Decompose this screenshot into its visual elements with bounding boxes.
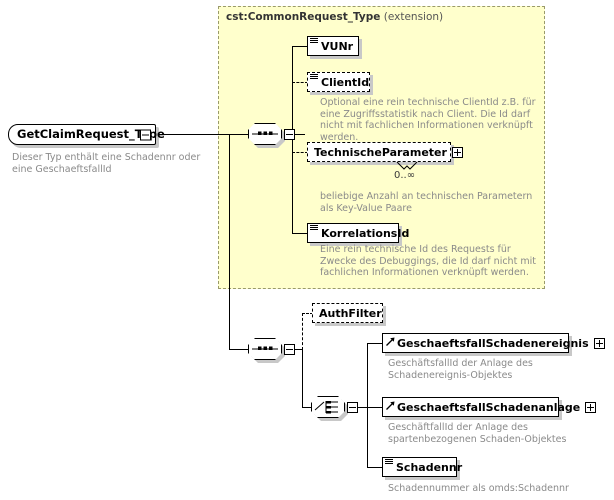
technischeparameter-cardinality: 0..∞	[394, 170, 416, 181]
node-geschaeftsfallschadenanlage[interactable]: GeschaeftsfallSchadenanlage	[382, 397, 597, 417]
connector-line-to-authfilter	[302, 313, 313, 314]
node-technischeparameter[interactable]: TechnischeParameter	[307, 142, 463, 162]
connector-line-vertical-root-branch	[229, 134, 230, 349]
connector-line-to-vunr	[292, 46, 308, 47]
connector-line-seq-bottom-out	[295, 349, 303, 350]
connector-line-to-clientid	[292, 82, 308, 83]
sequence-connector-top[interactable]	[248, 123, 295, 148]
connector-line-vertical-authfilter	[302, 313, 303, 350]
geschaeftsfallschadenanlage-description: GeschäftfallId der Anlage des spartenbez…	[388, 422, 567, 445]
node-schadennr[interactable]: Schadennr	[382, 457, 462, 477]
node-label: ClientId	[321, 75, 370, 89]
connector-line-to-korrelationsid	[292, 233, 308, 234]
schadennr-description: Schadennummer als omds:Schadennr	[388, 483, 569, 494]
node-geschaeftsfallschadenereignis[interactable]: GeschaeftsfallSchadenereignis	[382, 333, 605, 353]
sequence-glyph-icon	[252, 131, 278, 135]
cardinality-brace	[396, 161, 418, 170]
plus-expander-icon[interactable]	[451, 146, 463, 158]
plus-expander-icon[interactable]	[585, 401, 597, 413]
connector-line-to-choice	[302, 407, 312, 408]
element-icon	[385, 457, 394, 477]
reference-icon	[386, 397, 396, 417]
node-label: KorrelationsId	[321, 226, 410, 240]
node-label: GeschaeftsfallSchadenanlage	[397, 400, 581, 414]
node-root-getclaimrequest-type[interactable]: GetClaimRequest_Type	[8, 124, 165, 145]
connector-line-to-sequence-bottom	[229, 349, 249, 350]
reference-icon	[386, 333, 396, 353]
node-label: TechnischeParameter	[314, 145, 447, 159]
node-label: GeschaeftsfallSchadenereignis	[397, 336, 589, 350]
choice-connector[interactable]	[311, 396, 358, 421]
sequence-glyph-icon	[252, 346, 278, 350]
connector-line-to-technischeparameter	[292, 152, 308, 153]
connector-line-vertical-choice-branches	[367, 343, 368, 467]
connector-line-seq-top-out	[295, 134, 305, 135]
minus-expander-icon[interactable]	[284, 129, 295, 140]
element-icon	[310, 72, 319, 92]
node-label: GetClaimRequest_Type	[17, 127, 165, 141]
connector-line-to-schadennr	[367, 467, 383, 468]
node-label: Schadennr	[396, 460, 463, 474]
connector-line-vertical-choice	[302, 349, 303, 407]
root-description: Dieser Typ enthält eine Schadennr oder e…	[12, 152, 201, 175]
minus-expander-icon[interactable]	[284, 344, 295, 355]
minus-expander-icon[interactable]	[140, 129, 151, 140]
korrelationsid-description: Eine rein technische Id des Requests für…	[320, 244, 536, 278]
element-icon	[310, 223, 319, 243]
node-korrelationsid[interactable]: KorrelationsId	[307, 223, 409, 243]
minus-expander-icon[interactable]	[347, 402, 358, 413]
node-clientid[interactable]: ClientId	[307, 72, 370, 92]
node-authfilter[interactable]: AuthFilter	[312, 303, 383, 323]
geschaeftsfallschadenereignis-description: GeschäftsfallId der Anlage des Schadener…	[388, 358, 533, 381]
node-label: VUNr	[321, 39, 354, 53]
connector-line-root-to-sequence	[160, 134, 248, 135]
extension-group-title: cst:CommonRequest_Type (extension)	[226, 11, 443, 23]
node-label: AuthFilter	[319, 306, 382, 320]
sequence-connector-bottom[interactable]	[248, 338, 295, 363]
choice-glyph-icon	[314, 401, 338, 414]
connector-line-to-geschaeftsfallschadenanlage	[367, 407, 383, 408]
element-icon	[310, 36, 319, 56]
extension-group-name: cst:CommonRequest_Type	[226, 11, 381, 23]
connector-line-to-geschaeftsfallschadenereignis	[367, 343, 383, 344]
clientid-description: Optional eine rein technische ClientId z…	[320, 97, 536, 143]
connector-line-choice-out	[358, 407, 368, 408]
extension-group-kind: (extension)	[383, 11, 444, 23]
technischeparameter-description: beliebige Anzahl an technischen Paramete…	[320, 191, 533, 214]
plus-expander-icon[interactable]	[593, 337, 605, 349]
node-vunr[interactable]: VUNr	[307, 36, 359, 56]
